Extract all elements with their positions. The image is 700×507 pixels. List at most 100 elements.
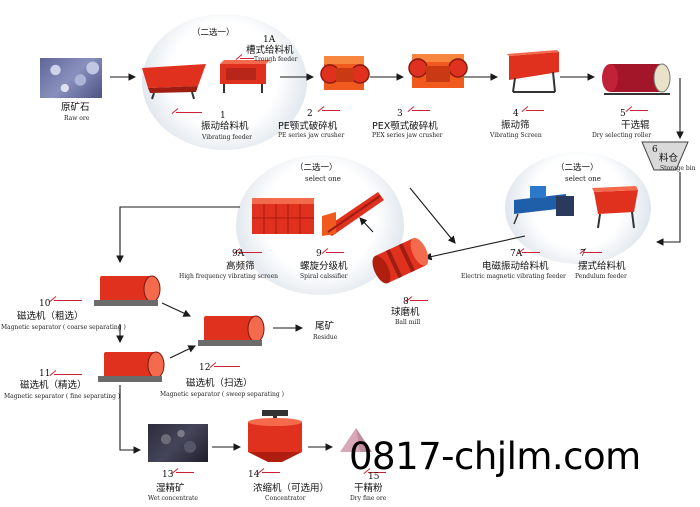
pendulum-feeder-label: 摆式给料机 bbox=[578, 261, 626, 272]
step-number-2: 2 bbox=[307, 109, 313, 119]
leader-tick-10 bbox=[54, 300, 82, 301]
arrow-mag1-to-mag3 bbox=[161, 302, 191, 317]
select-one-caption-classifiers: （二选一） bbox=[295, 163, 338, 173]
wet-concentrate-label: 湿精矿 bbox=[156, 483, 185, 494]
pendulum-feeder-icon bbox=[592, 186, 638, 229]
storage-bin-icon bbox=[641, 141, 689, 171]
vibrating-screen-label-en: Vibrating Screen bbox=[490, 132, 542, 139]
wet-concentrate-label-en: Wet concentrate bbox=[148, 495, 198, 502]
spiral-classifier-label-en: Spiral calssifier bbox=[300, 273, 348, 280]
dry-roller-label: 干选辊 bbox=[621, 120, 650, 131]
mag-sweep-label-en: Magnetic separator ( sweep separating ) bbox=[160, 391, 284, 398]
magnetic-separator-sweep-icon bbox=[198, 315, 265, 346]
pex-crusher-label-en: PEX series jaw crusher bbox=[372, 132, 443, 139]
select-one-caption-classifiers-en: select one bbox=[305, 175, 341, 183]
arrow-mag2-to-wet bbox=[119, 385, 142, 454]
leader-tick-1a bbox=[240, 58, 254, 59]
mag-coarse-label-en: Magnetic separator ( coarse separating ) bbox=[1, 324, 126, 331]
step-number-1: 1 bbox=[220, 111, 226, 121]
watermark-text: 0817-chjlm.com bbox=[349, 435, 641, 478]
leader-tick-1 bbox=[176, 112, 202, 113]
leader-tick-5 bbox=[630, 110, 648, 111]
step-number-9: 9 bbox=[316, 249, 322, 259]
step-number-15: 15 bbox=[368, 472, 380, 482]
step-number-10: 10 bbox=[39, 299, 51, 309]
dry-fine-ore-icon bbox=[340, 428, 372, 452]
magnetic-separator-coarse-icon bbox=[94, 275, 161, 306]
arrow-bin-to-feeders bbox=[655, 172, 681, 246]
select-one-caption-fine-feeders-en: select one bbox=[565, 175, 601, 183]
dry-roller-label-en: Dry selecting roller bbox=[592, 132, 652, 139]
mag-sweep-label: 磁选机（扫选） bbox=[186, 378, 253, 389]
magnetic-separator-fine-icon bbox=[98, 351, 165, 382]
step-number-1a: 1A bbox=[263, 35, 276, 45]
leader-tick-2 bbox=[322, 110, 340, 111]
dry-fine-ore-label: 干精粉 bbox=[354, 483, 383, 494]
vibrating-feeder-label: 振动给料机 bbox=[201, 121, 249, 132]
pendulum-feeder-label-en: Pendulum feeder bbox=[575, 273, 627, 280]
step-number-13: 13 bbox=[162, 470, 174, 480]
raw-ore-label-en: Raw ore bbox=[64, 115, 90, 122]
vibrating-screen-label: 振动筛 bbox=[501, 120, 530, 131]
pex-jaw-crusher-icon bbox=[408, 54, 468, 88]
trough-feeder-label-en: Trough feeder bbox=[254, 56, 298, 63]
dry-selecting-roller-icon bbox=[602, 63, 671, 95]
vibrating-feeder-label-en: Vibrating feeder bbox=[202, 134, 252, 141]
mag-fine-label: 磁选机（精选） bbox=[20, 380, 87, 391]
pe-crusher-label: PE颚式破碎机 bbox=[278, 121, 338, 132]
mag-fine-label-en: Magnetic separator ( fine separating ) bbox=[4, 393, 121, 400]
mag-coarse-label: 磁选机（粗选） bbox=[17, 311, 84, 322]
arrow-feeders-to-mill bbox=[423, 235, 526, 261]
concentrator-icon bbox=[248, 410, 302, 462]
leader-tick-14 bbox=[262, 472, 280, 473]
high-frequency-screen-icon bbox=[252, 198, 314, 234]
em-feeder-label-en: Electric magnetic vibrating feeder bbox=[461, 273, 566, 280]
trough-feeder-icon bbox=[220, 60, 270, 93]
residue-label-en: Residue bbox=[313, 334, 338, 341]
concentrator-label: 浓缩机（可选用） bbox=[253, 483, 330, 494]
trough-feeder-label: 槽式给料机 bbox=[246, 45, 294, 56]
spiral-classifier-label: 螺旋分级机 bbox=[300, 261, 348, 272]
vibrating-feeder-icon bbox=[142, 64, 206, 100]
pe-crusher-label-en: PE series jaw crusher bbox=[278, 132, 345, 139]
step-number-7: 7 bbox=[580, 249, 586, 259]
raw-ore-label: 原矿石 bbox=[61, 102, 90, 113]
step-number-14: 14 bbox=[248, 470, 260, 480]
step-number-12: 12 bbox=[199, 363, 211, 373]
ball-mill-label: 球磨机 bbox=[391, 307, 420, 318]
leader-tick-3 bbox=[412, 110, 430, 111]
hf-screen-label-en: High frequency vibrating screen bbox=[179, 273, 278, 280]
pex-crusher-label: PEX颚式破碎机 bbox=[372, 121, 438, 132]
leader-tick-9 bbox=[326, 252, 344, 253]
leader-tick-11 bbox=[54, 374, 82, 375]
leader-tick-7 bbox=[584, 252, 602, 253]
electromagnetic-feeder-icon bbox=[513, 186, 574, 225]
leader-tick-9a bbox=[238, 252, 262, 253]
leader-tick-13 bbox=[176, 472, 194, 473]
em-feeder-label: 电磁振动给料机 bbox=[482, 261, 549, 272]
pe-jaw-crusher-icon bbox=[320, 56, 370, 90]
step-number-5: 5 bbox=[620, 109, 626, 119]
spiral-classifier-icon bbox=[322, 192, 384, 236]
arrow-mag2-to-mag3 bbox=[169, 345, 196, 359]
select-one-caption-fine-feeders: （二选一） bbox=[556, 163, 599, 173]
leader-tick-8 bbox=[410, 300, 428, 301]
dry-fine-ore-label-en: Dry fine ore bbox=[350, 495, 387, 502]
storage-bin-label-en: Storage bin bbox=[660, 165, 696, 172]
select-one-caption-feeders: （二选一） bbox=[192, 28, 235, 38]
ball-mill-label-en: Ball mill bbox=[395, 319, 421, 326]
ball-mill-icon bbox=[372, 237, 428, 284]
wet-concentrate-image bbox=[148, 424, 208, 462]
leader-tick-12 bbox=[214, 366, 240, 367]
raw-ore-image bbox=[40, 58, 102, 98]
arrow-classifier-to-mag1 bbox=[116, 206, 240, 264]
concentrator-label-en: Concentrator bbox=[265, 495, 306, 502]
step-number-11: 11 bbox=[39, 369, 51, 379]
arrow-mill-to-classifier bbox=[359, 217, 374, 233]
step-number-9a: 9A bbox=[232, 249, 245, 259]
storage-bin-label: 料仓 bbox=[659, 153, 679, 164]
step-number-3: 3 bbox=[397, 109, 403, 119]
step-number-6: 6 bbox=[652, 145, 658, 155]
